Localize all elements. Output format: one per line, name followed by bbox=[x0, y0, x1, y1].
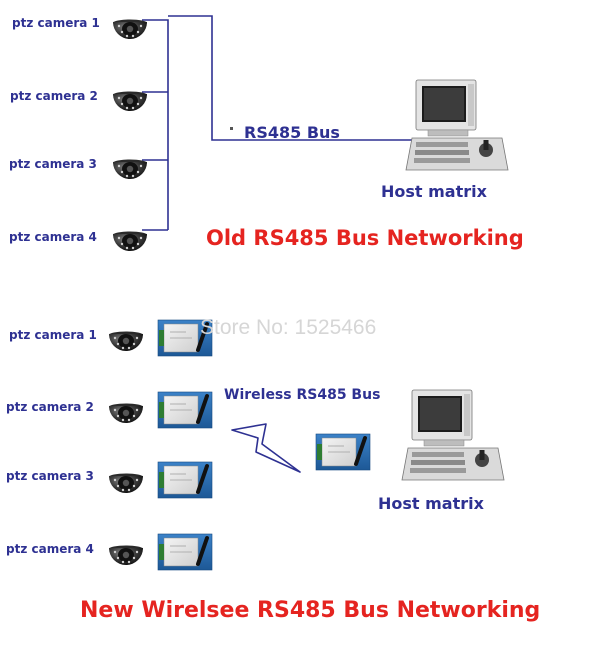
camera-label: ptz camera 3 bbox=[6, 469, 94, 483]
bus-marker bbox=[230, 127, 233, 130]
bus-label: RS485 Bus bbox=[244, 123, 340, 142]
dome-camera-icon bbox=[109, 545, 143, 565]
camera-label: ptz camera 2 bbox=[6, 400, 94, 414]
wireless-module-icon bbox=[156, 532, 214, 572]
wireless-module-icon bbox=[314, 432, 372, 472]
wireless-module-icon bbox=[156, 390, 214, 430]
camera-label: ptz camera 2 bbox=[10, 89, 98, 103]
host-matrix-icon bbox=[401, 389, 505, 481]
wireless-module-icon bbox=[156, 460, 214, 500]
camera-label: ptz camera 3 bbox=[9, 157, 97, 171]
old-network-title: Old RS485 Bus Networking bbox=[206, 226, 524, 250]
host-matrix-label: Host matrix bbox=[381, 182, 487, 201]
dome-camera-icon bbox=[109, 331, 143, 351]
new-network-title: New Wirelsee RS485 Bus Networking bbox=[80, 598, 541, 623]
wireless-bus-label: Wireless RS485 Bus bbox=[224, 387, 381, 403]
store-watermark: Store No: 1525466 bbox=[200, 316, 377, 339]
camera-label: ptz camera 4 bbox=[9, 230, 97, 244]
wireless-lightning-icon bbox=[231, 423, 301, 473]
dome-camera-icon bbox=[113, 159, 147, 179]
dome-camera-icon bbox=[109, 473, 143, 493]
dome-camera-icon bbox=[113, 231, 147, 251]
camera-label: ptz camera 4 bbox=[6, 542, 94, 556]
rs485-bus-wire bbox=[142, 15, 412, 231]
dome-camera-icon bbox=[109, 403, 143, 423]
host-matrix-label: Host matrix bbox=[378, 494, 484, 513]
camera-label: ptz camera 1 bbox=[9, 328, 97, 342]
dome-camera-icon bbox=[113, 91, 147, 111]
host-matrix-icon bbox=[405, 79, 509, 171]
camera-label: ptz camera 1 bbox=[12, 16, 100, 30]
dome-camera-icon bbox=[113, 19, 147, 39]
